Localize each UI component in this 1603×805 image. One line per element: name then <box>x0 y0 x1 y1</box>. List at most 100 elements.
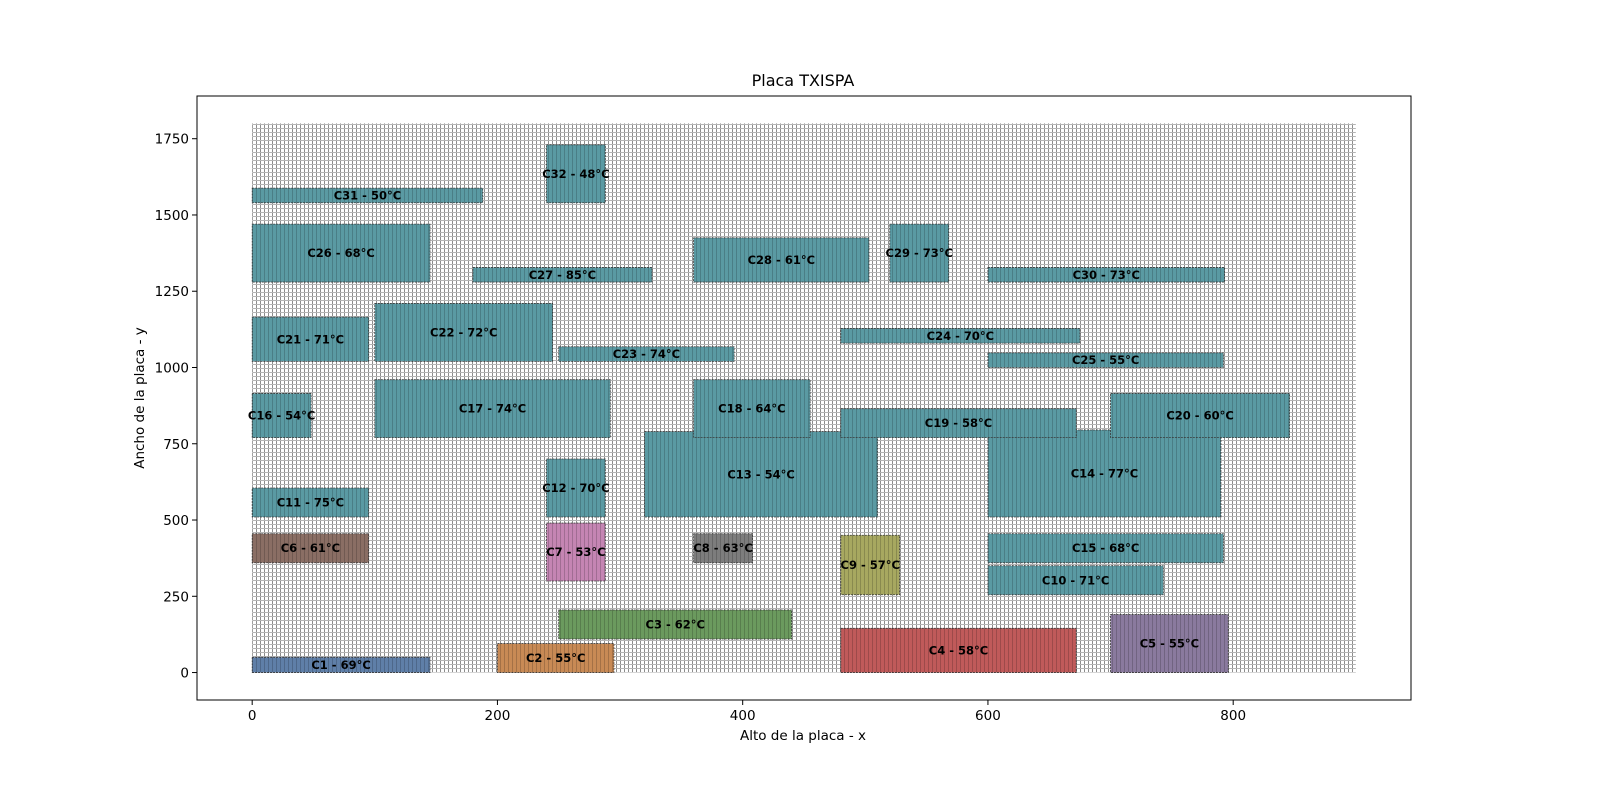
component-texture <box>693 379 811 438</box>
component-c25: C25 - 55°C <box>987 352 1224 368</box>
y-tick-label: 500 <box>163 513 189 529</box>
component-label: C10 - 71°C <box>1042 573 1109 587</box>
component-texture <box>472 267 652 283</box>
component-label: C14 - 77°C <box>1071 467 1138 481</box>
component-c28: C28 - 61°C <box>693 237 870 283</box>
component-label: C16 - 54°C <box>248 409 315 423</box>
component-c29: C29 - 73°C <box>886 223 953 283</box>
x-tick-label: 200 <box>485 708 511 724</box>
component-texture <box>558 610 792 639</box>
component-c2: C2 - 55°C <box>497 643 615 673</box>
component-c6: C6 - 61°C <box>251 533 370 564</box>
component-texture <box>252 657 430 673</box>
component-label: C27 - 85°C <box>529 268 596 282</box>
component-c13: C13 - 54°C <box>644 431 878 518</box>
component-c21: C21 - 71°C <box>251 316 370 362</box>
plot-area: C1 - 69°C C2 - 55°C C3 - 62°C C4 - 58°C C5 -… <box>155 95 1412 724</box>
component-c12: C12 - 70°C <box>542 458 610 518</box>
component-label: C29 - 73°C <box>886 246 953 260</box>
component-texture <box>987 565 1164 595</box>
component-label: C20 - 60°C <box>1166 409 1233 423</box>
component-texture <box>546 144 606 203</box>
y-tick-label: 750 <box>163 437 189 453</box>
component-label: C26 - 68°C <box>307 246 374 260</box>
x-tick-label: 0 <box>248 708 257 724</box>
y-tick-label: 1250 <box>155 284 189 300</box>
component-texture <box>252 188 483 203</box>
component-c16: C16 - 54°C <box>248 393 315 439</box>
component-texture <box>889 224 949 283</box>
component-texture <box>693 533 753 563</box>
component-texture <box>840 328 1080 344</box>
component-c23: C23 - 74°C <box>558 346 735 362</box>
component-texture <box>840 628 1077 673</box>
component-texture <box>252 393 312 438</box>
component-label: C22 - 72°C <box>430 325 497 339</box>
component-texture <box>987 352 1224 368</box>
component-c19: C19 - 58°C <box>840 408 1077 439</box>
y-tick-label: 1750 <box>155 132 189 148</box>
component-label: C25 - 55°C <box>1072 353 1139 367</box>
component-label: C11 - 75°C <box>277 495 344 509</box>
component-c17: C17 - 74°C <box>374 379 611 439</box>
component-c22: C22 - 72°C <box>374 303 554 362</box>
component-label: C1 - 69°C <box>311 658 370 672</box>
component-c7: C7 - 53°C <box>546 522 606 582</box>
component-texture <box>252 224 430 283</box>
component-texture <box>497 643 614 673</box>
component-label: C9 - 57°C <box>841 558 900 572</box>
component-label: C17 - 74°C <box>459 402 526 416</box>
y-axis-label: Ancho de la placa - y <box>132 327 148 469</box>
component-label: C7 - 53°C <box>546 545 605 559</box>
component-c18: C18 - 64°C <box>693 379 811 439</box>
component-c8: C8 - 63°C <box>693 533 753 564</box>
component-label: C18 - 64°C <box>718 402 785 416</box>
component-texture <box>252 487 369 517</box>
component-c20: C20 - 60°C <box>1110 393 1291 439</box>
component-texture <box>693 237 869 283</box>
component-c32: C32 - 48°C <box>542 144 610 204</box>
component-texture <box>840 408 1077 438</box>
component-texture <box>546 459 606 517</box>
component-label: C12 - 70°C <box>542 481 609 495</box>
component-c15: C15 - 68°C <box>987 533 1224 564</box>
components-layer: C1 - 69°C C2 - 55°C C3 - 62°C C4 - 58°C C5 -… <box>248 144 1291 673</box>
component-texture <box>374 303 553 362</box>
component-texture <box>252 533 369 563</box>
component-label: C6 - 61°C <box>281 541 340 555</box>
component-c10: C10 - 71°C <box>987 565 1164 596</box>
component-c26: C26 - 68°C <box>251 223 431 283</box>
chart-title: Placa TXISPA <box>752 71 855 90</box>
component-label: C23 - 74°C <box>613 347 680 361</box>
component-c30: C30 - 73°C <box>987 267 1226 283</box>
component-c27: C27 - 85°C <box>472 267 653 283</box>
component-texture <box>1110 614 1229 673</box>
component-texture <box>644 431 878 517</box>
component-texture <box>546 523 606 582</box>
component-texture <box>558 346 735 362</box>
component-label: C5 - 55°C <box>1140 637 1199 651</box>
component-label: C2 - 55°C <box>526 651 585 665</box>
component-texture <box>987 267 1225 283</box>
component-c3: C3 - 62°C <box>558 609 793 640</box>
component-label: C3 - 62°C <box>646 618 705 632</box>
component-texture <box>1110 393 1290 438</box>
x-tick-label: 800 <box>1220 708 1246 724</box>
y-tick-label: 0 <box>180 666 189 682</box>
component-label: C21 - 71°C <box>277 332 344 346</box>
component-label: C15 - 68°C <box>1072 541 1139 555</box>
component-c24: C24 - 70°C <box>840 328 1081 344</box>
component-c14: C14 - 77°C <box>987 429 1222 518</box>
component-label: C4 - 58°C <box>929 643 988 657</box>
component-label: C19 - 58°C <box>925 416 992 430</box>
component-c4: C4 - 58°C <box>840 627 1077 673</box>
component-texture <box>987 430 1221 517</box>
component-texture <box>987 533 1224 563</box>
component-texture <box>374 379 611 438</box>
component-c1: C1 - 69°C <box>251 656 431 673</box>
component-label: C13 - 54°C <box>727 467 794 481</box>
